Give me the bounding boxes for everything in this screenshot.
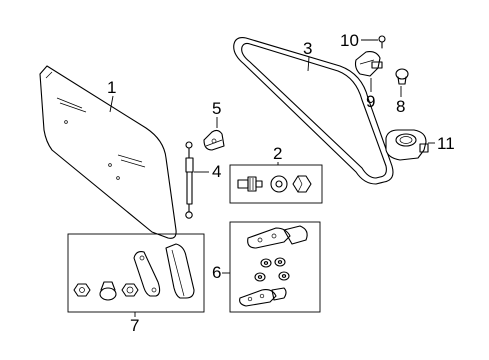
hinge-arm: [133, 251, 161, 297]
callout-label: 3: [303, 39, 312, 58]
liftgate-bumper: [395, 68, 409, 85]
stud-bolt: [237, 176, 263, 192]
screw: [378, 35, 386, 49]
callout-9: 9: [366, 78, 375, 111]
callout-label: 7: [130, 316, 139, 335]
hex-bolt: [121, 283, 139, 297]
lift-glass-panel: [39, 65, 177, 239]
hex-nut: [292, 175, 312, 193]
callout-label: 8: [396, 97, 405, 116]
callout-10: 10: [340, 31, 378, 50]
callout-label: 2: [273, 144, 282, 163]
callout-8: 8: [396, 86, 405, 116]
flange-nut: [73, 283, 91, 297]
cap-nut: [99, 281, 117, 301]
part-6-hinge-box: [229, 221, 321, 313]
callout-6: 6: [212, 263, 230, 282]
hinge-washers: [254, 257, 290, 282]
callout-3: 3: [303, 39, 312, 72]
callout-label: 1: [107, 78, 116, 97]
weatherstrip-seal: [233, 37, 394, 185]
glass-latch: [354, 51, 383, 77]
callout-label: 9: [366, 92, 375, 111]
callout-label: 5: [212, 99, 221, 118]
callout-label: 4: [212, 162, 221, 181]
callout-1: 1: [107, 78, 116, 113]
part-2-hardware-box: [229, 164, 323, 204]
glass-release-switch: [385, 129, 429, 161]
callout-4: 4: [194, 162, 221, 181]
callout-7: 7: [130, 312, 139, 335]
washer: [270, 175, 288, 193]
part-7-hardware-box: [67, 233, 205, 313]
gas-support-strut: [185, 141, 194, 219]
strut-bracket: [203, 129, 225, 151]
callout-11: 11: [428, 134, 455, 153]
callout-2: 2: [273, 144, 282, 165]
callout-label: 10: [340, 31, 359, 50]
callout-label: 11: [437, 134, 455, 153]
hinge-block: [165, 243, 195, 299]
callout-5: 5: [212, 99, 221, 128]
upper-hinge: [247, 225, 308, 249]
callout-label: 6: [212, 263, 221, 282]
lower-hinge: [239, 287, 287, 307]
